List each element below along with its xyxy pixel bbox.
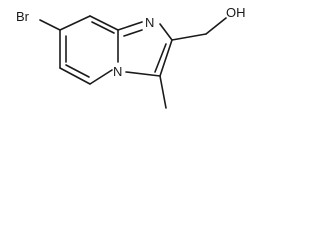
bond-c5-c6-inner	[65, 64, 90, 78]
substituents	[39, 17, 227, 109]
bond-c3-n4	[125, 71, 161, 77]
hydroxyl-label: OH	[226, 5, 246, 20]
bond-c8-c8a-inner	[91, 21, 115, 34]
bond-c2-c3	[159, 39, 173, 77]
bridgehead-nitrogen-label: N	[113, 64, 122, 79]
pyridine-ring	[59, 15, 119, 85]
bond-n4-c5	[89, 69, 113, 85]
molecule-diagram: Br N N OH	[16, 5, 246, 109]
imidazole-ring	[117, 21, 173, 77]
bond-c3-methyl	[159, 75, 167, 109]
bond-c7-br	[39, 19, 61, 31]
bond-n1-c2	[159, 23, 173, 41]
imidazole-nitrogen-label: N	[145, 15, 154, 30]
bromine-label: Br	[16, 9, 30, 24]
bond-c5-c6	[59, 67, 91, 85]
bond-c8a-n1-inner	[123, 29, 143, 37]
bond-c7-c8	[59, 15, 91, 31]
bond-c2-c3-inner	[154, 43, 167, 73]
bond-c2-ch2	[171, 33, 207, 41]
bond-c8-c8a	[89, 15, 119, 31]
bond-ch2-o	[205, 17, 227, 35]
bond-c8a-n1	[117, 21, 143, 31]
